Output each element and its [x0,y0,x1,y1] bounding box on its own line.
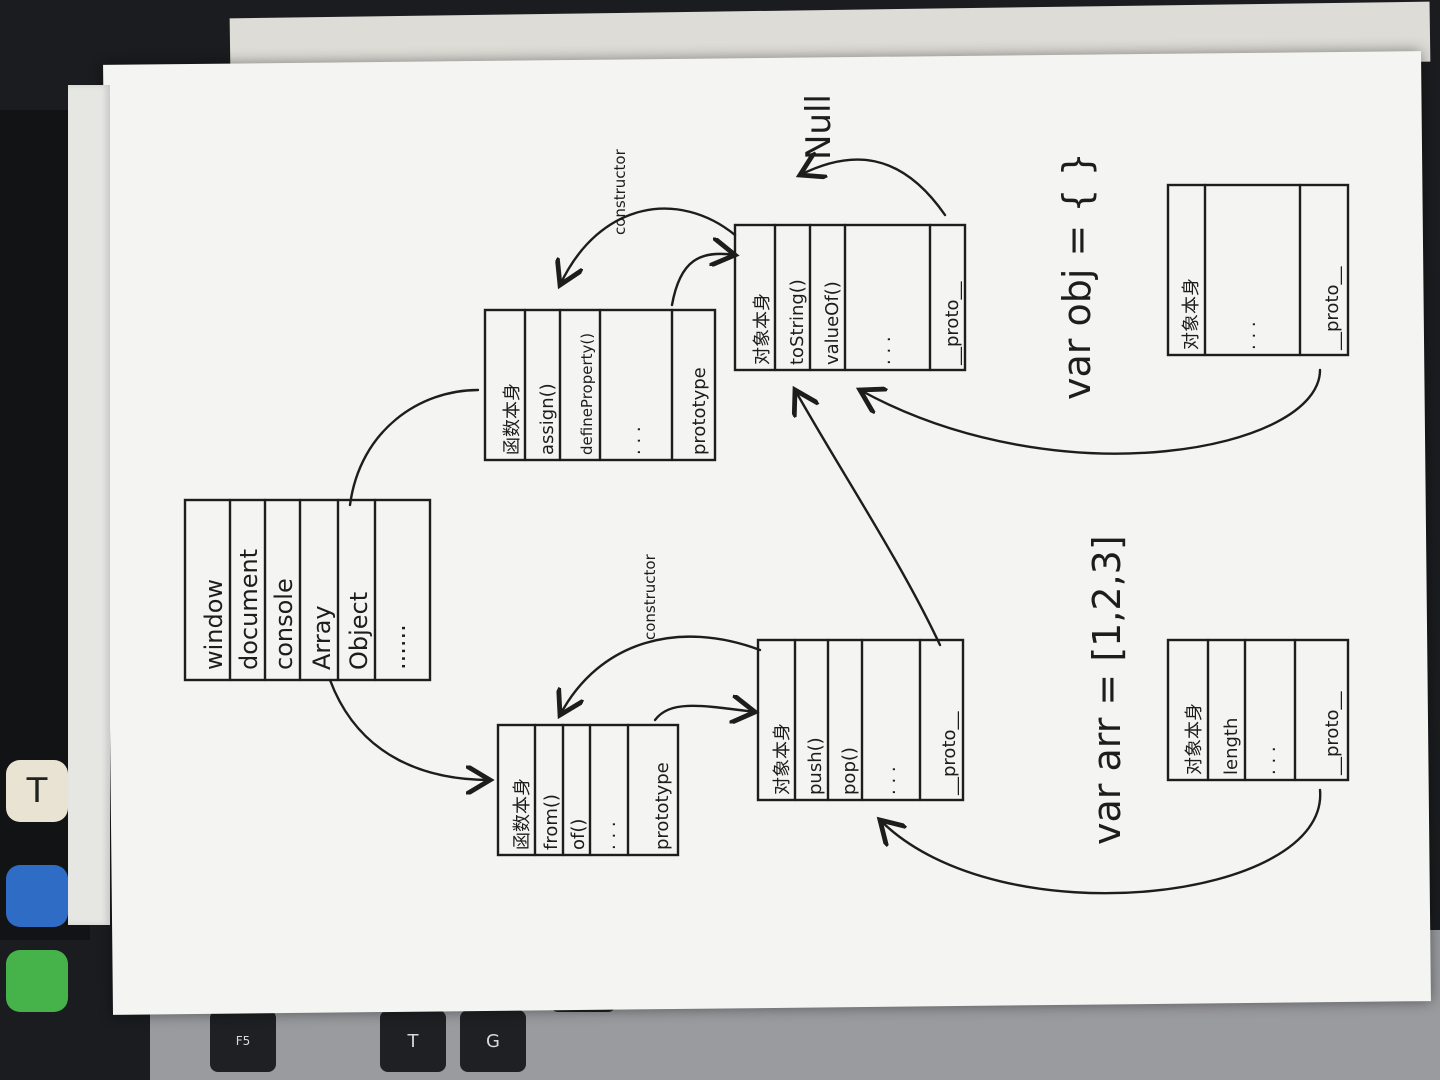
object-func-row: . . . [624,426,645,455]
object-func-row: prototype [689,367,710,455]
array-proto-row: push() [805,737,826,795]
array-proto-row: __proto__ [939,710,960,796]
window-row-label: Object [345,592,373,670]
key-g: G [460,1010,526,1072]
array-func-row: prototype [652,762,673,850]
app-icon [6,865,68,927]
array-function-box [496,723,680,857]
window-row-label: Array [308,605,336,670]
text-app-icon: T [6,760,68,822]
arr-instance-box [1166,638,1350,782]
array-proto-row: . . . [879,766,900,795]
object-func-row: 函数本身 [502,383,523,455]
obj-instance-box [1166,183,1350,357]
constructor-label-top: constructor [611,148,629,235]
object-constructor-arrow [560,207,737,285]
obj-proto-arrow [860,368,1322,455]
obj-instance-row: 对象本身 [1181,278,1202,350]
obj-instance-row: . . . [1239,321,1260,350]
arr-instance-row: . . . [1259,746,1280,775]
notepad-binding [68,85,110,925]
window-to-object-line [348,388,480,507]
constructor-label-mid: constructor [641,553,659,640]
window-row-label: console [270,578,298,670]
var-arr-label: var arr = [1,2,3] [1085,535,1129,845]
object-prototype-box [733,223,967,372]
array-constructor-arrow [560,635,762,715]
window-to-array-arrow [328,678,490,780]
window-row-label: ...... [383,624,411,670]
object-proto-row: toString() [787,279,808,365]
key-t: T [380,1010,446,1072]
object-proto-row: 对象本身 [752,293,773,365]
var-obj-label: var obj = { } [1055,152,1099,400]
object-prototype-arrow [670,254,735,307]
window-box [183,498,432,682]
window-row-label: window [200,579,228,670]
arr-instance-row: __proto__ [1322,690,1343,776]
array-proto-row: 对象本身 [772,723,793,795]
obj-instance-row: __proto__ [1322,265,1343,351]
object-func-row: assign() [537,383,558,455]
array-func-row: of() [568,819,589,850]
array-func-row: from() [541,794,562,850]
array-prototype-arrow [653,706,755,720]
array-func-row: 函数本身 [512,778,533,850]
arr-instance-row: length [1221,718,1242,775]
key-f5: F5 [210,1010,276,1072]
object-proto-row: . . . [874,336,895,365]
null-label: Null [799,94,839,160]
array-proto-to-object-arrow [795,390,942,647]
array-proto-row: pop() [839,747,860,795]
arr-instance-row: 对象本身 [1184,703,1205,775]
object-proto-row: __proto__ [942,280,963,366]
proto-to-null-arrow [800,160,947,217]
object-func-row: defineProperty() [578,333,596,455]
messages-icon [6,950,68,1012]
window-row-label: document [235,549,263,670]
array-func-row: . . . [599,821,620,850]
object-proto-row: valueOf() [822,281,843,365]
arr-proto-arrow [880,788,1322,895]
